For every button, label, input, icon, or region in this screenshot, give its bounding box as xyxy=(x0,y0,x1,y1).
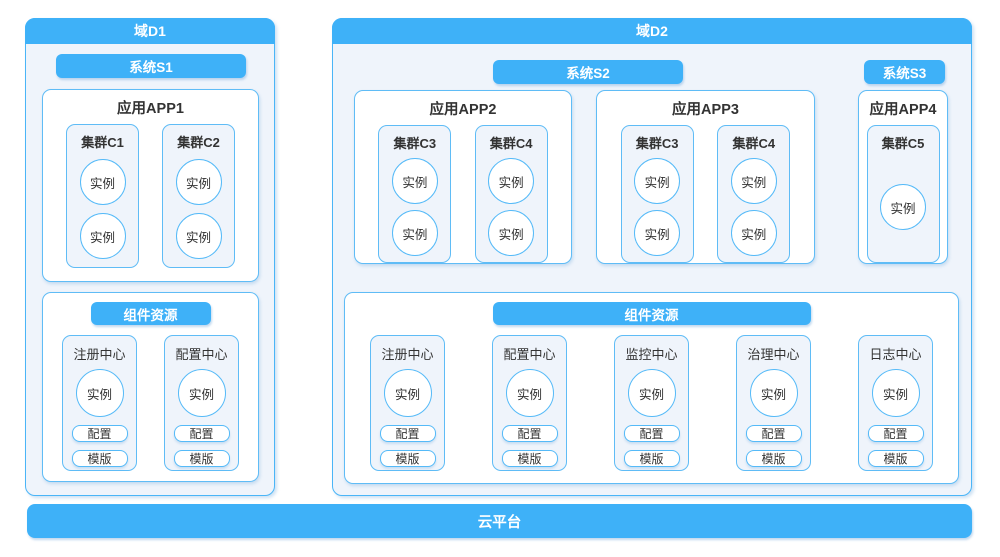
template-chip: 模版 xyxy=(501,450,558,467)
instance-node: 实例 xyxy=(391,158,438,204)
cluster-c1-box: 集群C1 实例 实例 xyxy=(66,124,139,268)
cluster-c3-body: 实例 实例 xyxy=(622,152,693,262)
cluster-c1-body: 实例 实例 xyxy=(67,151,138,267)
instance-node: 实例 xyxy=(505,369,554,417)
instance-node: 实例 xyxy=(749,369,798,417)
instance-node: 实例 xyxy=(730,210,777,256)
instance-node: 实例 xyxy=(627,369,676,417)
app3-title: 应用APP3 xyxy=(672,102,739,118)
cluster-c4-body: 实例 实例 xyxy=(718,152,789,262)
config-chip: 配置 xyxy=(745,425,802,442)
app1-cluster-row: 集群C1 实例 实例 集群C2 实例 实例 xyxy=(43,118,258,281)
app4-box: 应用APP4 集群C5 实例 xyxy=(858,90,948,264)
system-s1-badge: 系统S1 xyxy=(56,54,246,78)
log-center-box: 日志中心 实例 配置 模版 xyxy=(858,335,933,471)
template-chip: 模版 xyxy=(173,450,230,467)
cluster-c4-box: 集群C4 实例 实例 xyxy=(474,125,548,263)
cluster-c4-body: 实例 实例 xyxy=(476,152,547,262)
template-chip: 模版 xyxy=(867,450,924,467)
instance-node: 实例 xyxy=(488,158,535,204)
domain-d2-title: 域D2 xyxy=(636,23,668,39)
config-chip: 配置 xyxy=(173,425,230,442)
cluster-c3-box: 集群C3 实例 实例 xyxy=(620,125,694,263)
registry-center-title: 注册中心 xyxy=(73,347,126,362)
registry-center-title: 注册中心 xyxy=(381,347,434,362)
cluster-c3-title: 集群C3 xyxy=(393,136,437,151)
d1-centers-row: 注册中心 实例 配置 模版 配置中心 实例 配置 模版 xyxy=(43,335,258,481)
cluster-c5-body: 实例 xyxy=(868,152,939,262)
config-center-box: 配置中心 实例 配置 模版 xyxy=(492,335,567,471)
governance-center-box: 治理中心 实例 配置 模版 xyxy=(736,335,811,471)
governance-center-title: 治理中心 xyxy=(747,347,800,362)
cluster-c3-title: 集群C3 xyxy=(635,136,679,151)
app3-box: 应用APP3 集群C3 实例 实例 集群C4 实例 实例 xyxy=(596,90,815,264)
cluster-c4-title: 集群C4 xyxy=(489,136,533,151)
d2-components-title-badge: 组件资源 xyxy=(492,302,811,325)
instance-node: 实例 xyxy=(391,210,438,256)
cloud-platform-bar: 云平台 xyxy=(27,504,972,538)
cluster-c3-box: 集群C3 实例 实例 xyxy=(378,125,452,263)
domain-d2-container: 域D2 系统S2 系统S3 应用APP2 集群C3 实例 实例 集群C4 实例 xyxy=(332,18,972,496)
registry-center-box: 注册中心 实例 配置 模版 xyxy=(62,335,137,471)
domain-d1-title: 域D1 xyxy=(134,23,166,39)
domain-d1-header: 域D1 xyxy=(25,18,275,44)
cluster-c4-box: 集群C4 实例 实例 xyxy=(717,125,791,263)
instance-node: 实例 xyxy=(880,184,926,230)
monitor-center-box: 监控中心 实例 配置 模版 xyxy=(614,335,689,471)
instance-node: 实例 xyxy=(75,369,124,417)
d1-components-box: 组件资源 注册中心 实例 配置 模版 配置中心 实例 配置 模版 xyxy=(42,292,259,482)
app1-title: 应用APP1 xyxy=(117,101,184,117)
template-chip: 模版 xyxy=(379,450,436,467)
d2-centers-row: 注册中心 实例 配置 模版 配置中心 实例 配置 模版 监控中心 实例 配置 模… xyxy=(345,335,958,483)
instance-node: 实例 xyxy=(175,213,222,259)
cluster-c2-title: 集群C2 xyxy=(177,135,220,150)
cluster-c2-body: 实例 实例 xyxy=(163,151,234,267)
d2-components-box: 组件资源 注册中心 实例 配置 模版 配置中心 实例 配置 模版 监控中心 实例 xyxy=(344,292,959,484)
domain-d1-container: 域D1 系统S1 应用APP1 集群C1 实例 实例 集群C2 实例 实例 xyxy=(25,18,275,496)
d1-components-title-badge: 组件资源 xyxy=(90,302,211,325)
app1-box: 应用APP1 集群C1 实例 实例 集群C2 实例 实例 xyxy=(42,89,259,282)
cluster-c1-title: 集群C1 xyxy=(81,135,124,150)
cluster-c5-title: 集群C5 xyxy=(881,136,925,151)
app3-cluster-row: 集群C3 实例 实例 集群C4 实例 实例 xyxy=(597,119,814,263)
instance-node: 实例 xyxy=(383,369,432,417)
template-chip: 模版 xyxy=(71,450,128,467)
registry-center-box: 注册中心 实例 配置 模版 xyxy=(370,335,445,471)
system-s2-badge: 系统S2 xyxy=(493,60,683,84)
cluster-c5-box: 集群C5 实例 xyxy=(866,125,940,263)
instance-node: 实例 xyxy=(871,369,920,417)
instance-node: 实例 xyxy=(175,159,222,205)
app4-cluster-row: 集群C5 实例 xyxy=(859,119,947,263)
config-center-box: 配置中心 实例 配置 模版 xyxy=(164,335,239,471)
template-chip: 模版 xyxy=(623,450,680,467)
domain-d2-header: 域D2 xyxy=(332,18,972,44)
config-center-title: 配置中心 xyxy=(175,347,228,362)
config-chip: 配置 xyxy=(71,425,128,442)
config-chip: 配置 xyxy=(623,425,680,442)
config-center-title: 配置中心 xyxy=(503,347,556,362)
template-chip: 模版 xyxy=(745,450,802,467)
cluster-c3-body: 实例 实例 xyxy=(379,152,450,262)
instance-node: 实例 xyxy=(79,159,126,205)
system-s3-badge: 系统S3 xyxy=(864,60,945,84)
app2-title: 应用APP2 xyxy=(429,102,497,118)
instance-node: 实例 xyxy=(634,158,681,204)
app2-cluster-row: 集群C3 实例 实例 集群C4 实例 实例 xyxy=(355,119,571,263)
app2-box: 应用APP2 集群C3 实例 实例 集群C4 实例 实例 xyxy=(354,90,572,264)
instance-node: 实例 xyxy=(488,210,535,256)
log-center-title: 日志中心 xyxy=(869,347,922,362)
instance-node: 实例 xyxy=(177,369,226,417)
instance-node: 实例 xyxy=(634,210,681,256)
config-chip: 配置 xyxy=(501,425,558,442)
config-chip: 配置 xyxy=(379,425,436,442)
config-chip: 配置 xyxy=(867,425,924,442)
monitor-center-title: 监控中心 xyxy=(625,347,678,362)
instance-node: 实例 xyxy=(730,158,777,204)
instance-node: 实例 xyxy=(79,213,126,259)
cluster-c4-title: 集群C4 xyxy=(732,136,776,151)
app4-title: 应用APP4 xyxy=(869,102,937,118)
cluster-c2-box: 集群C2 实例 实例 xyxy=(162,124,235,268)
